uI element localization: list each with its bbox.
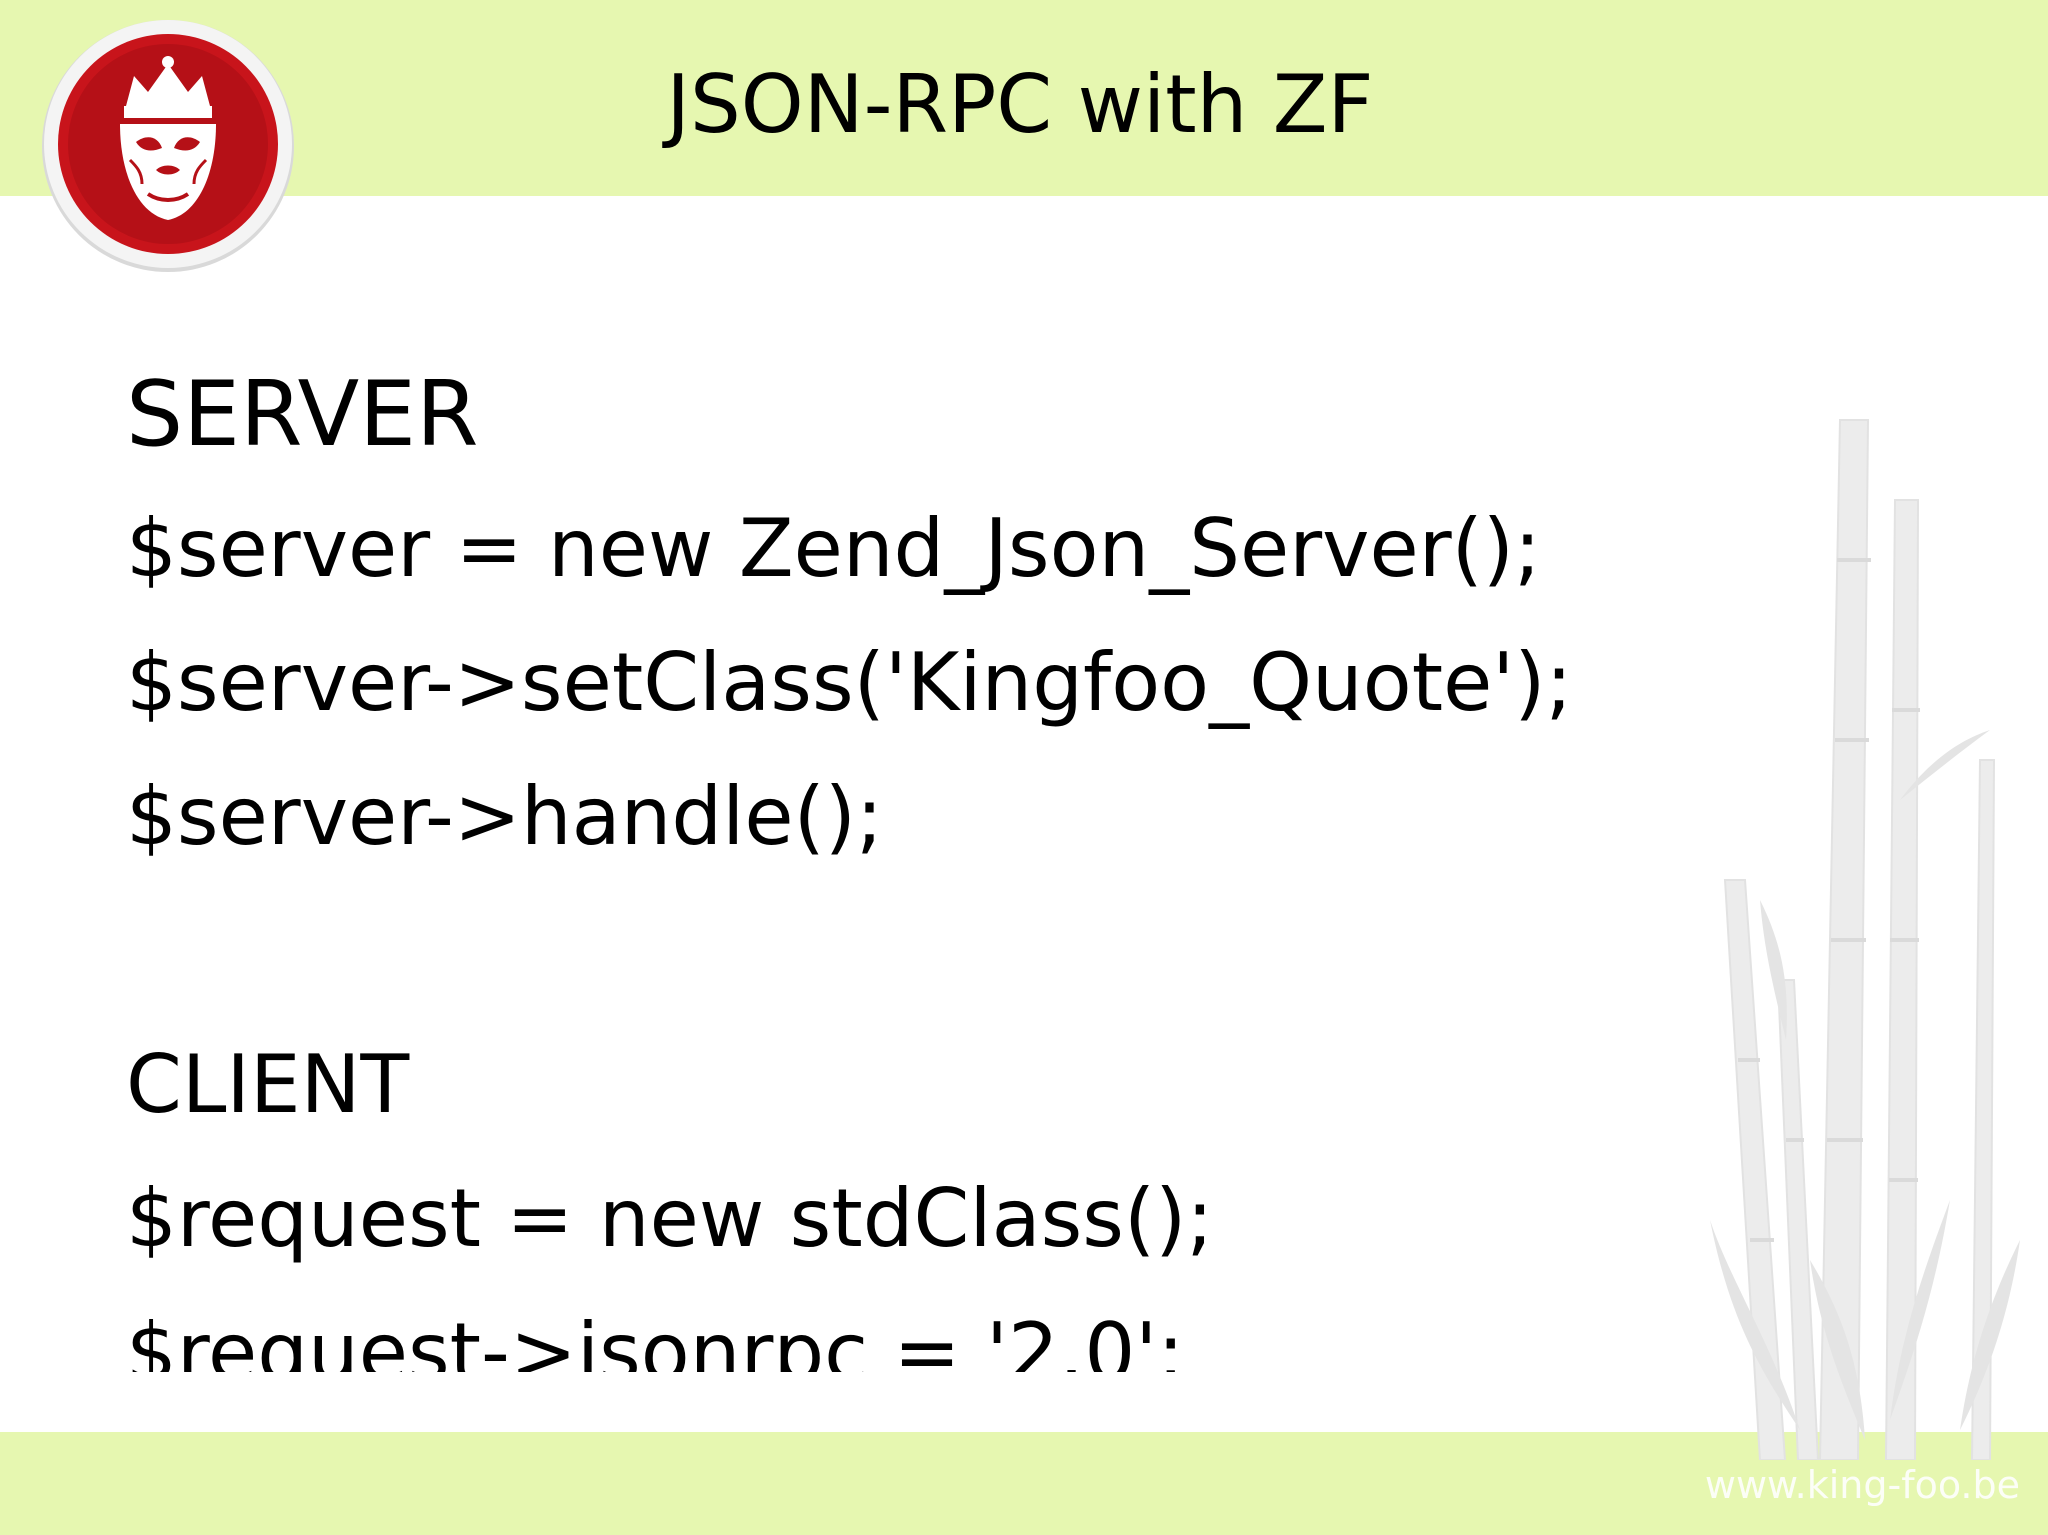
code-line: $request = new stdClass(); xyxy=(126,1172,1214,1265)
spacer xyxy=(126,884,1686,1018)
slide-body: SERVER $server = new Zend_Json_Server();… xyxy=(126,348,1686,1372)
website-url: www.king-foo.be xyxy=(1704,1463,2020,1507)
code-line: $request->jsonrpc = '2.0'; xyxy=(126,1306,1185,1372)
code-line: $server->handle(); xyxy=(126,770,883,863)
slide-title: JSON-RPC with ZF xyxy=(666,58,1374,151)
code-line: $server = new Zend_Json_Server(); xyxy=(126,502,1541,595)
footer-band xyxy=(0,1432,2048,1535)
bamboo-decoration xyxy=(1710,419,2020,1460)
server-heading: SERVER xyxy=(126,362,479,467)
king-foo-monkey-logo xyxy=(42,20,294,272)
code-line: $server->setClass('Kingfoo_Quote'); xyxy=(126,636,1573,729)
client-heading: CLIENT xyxy=(126,1038,410,1131)
header-band xyxy=(0,0,2048,196)
